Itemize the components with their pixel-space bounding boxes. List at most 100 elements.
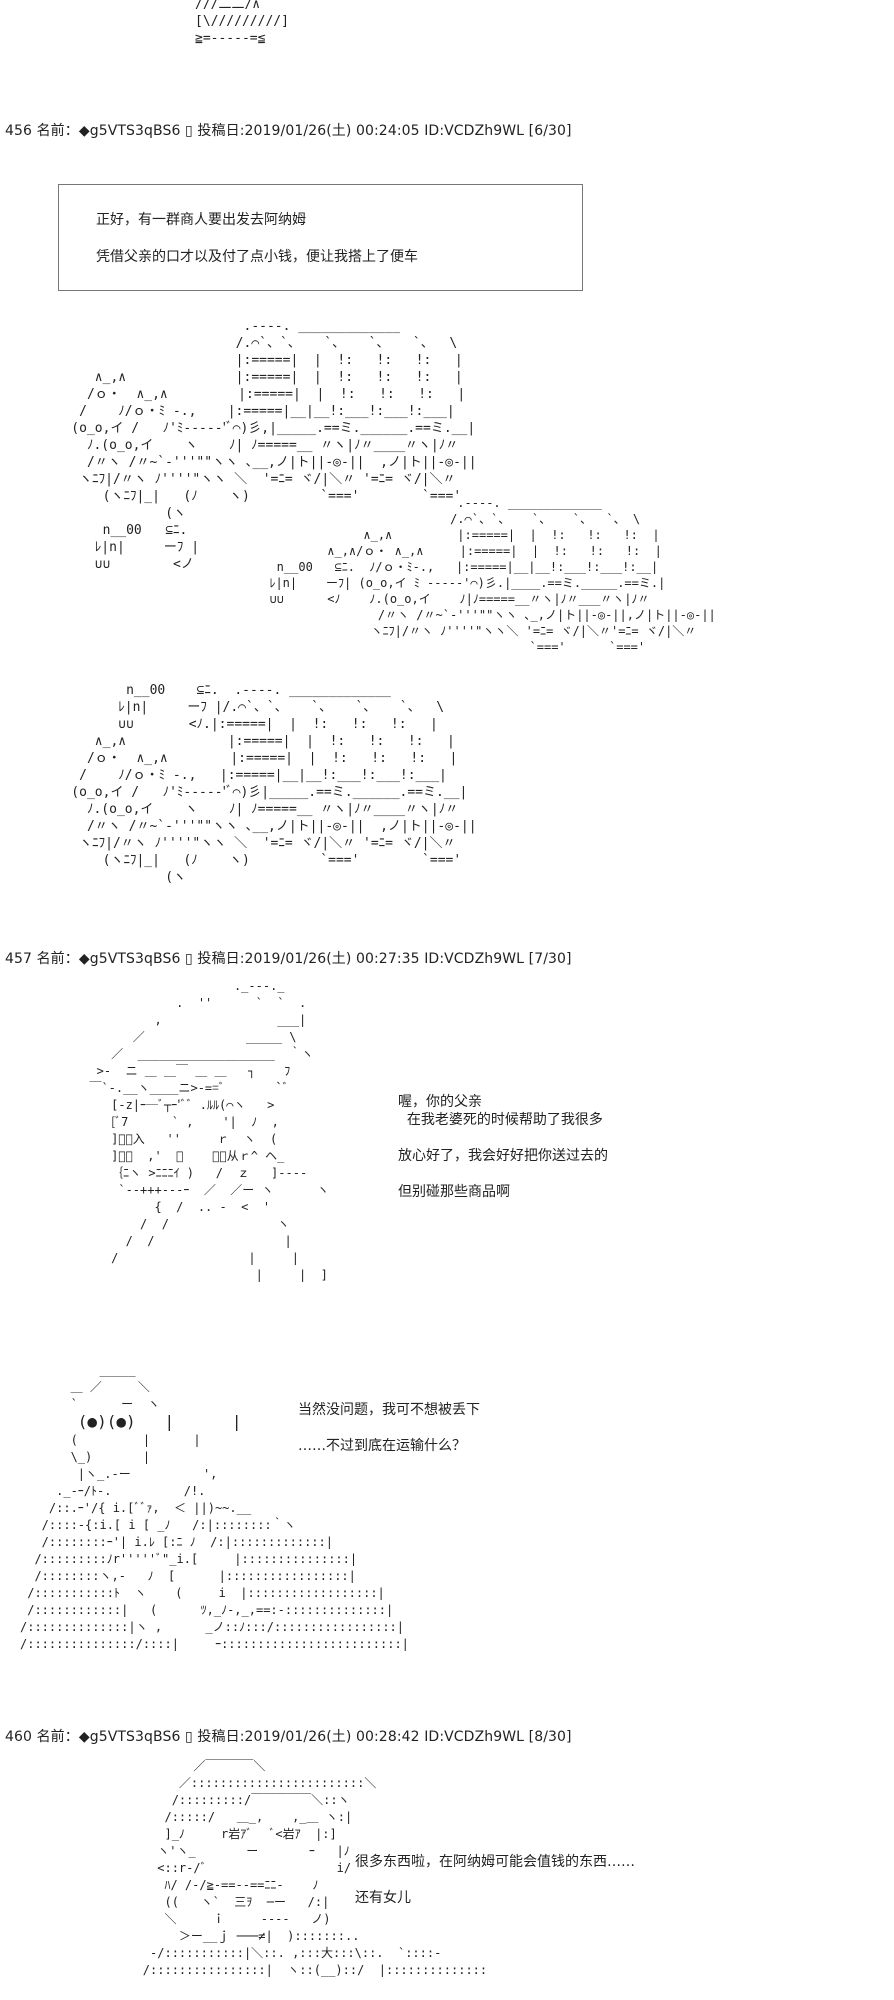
merchant-ascii-art: ._-‐-._ . '' ` ` . , ___| ／ _____ \ ／ __… xyxy=(75,978,328,1284)
merchant-art-line: | | ] xyxy=(75,1268,328,1282)
caravan-ascii-art-3: n__00 ⊆ﾆ. .----. _____________ ﾚ|n| ーﾌ |… xyxy=(40,682,477,886)
caravan3-line: /ｏ・ ∧_,∧ |:=====| | !: !: !: | xyxy=(40,751,458,766)
merchant-art-line: >- ニ ＿ ＿￣ ＿ ＿ ┐ ﾌ xyxy=(75,1064,291,1078)
caravan2-line: .----. _____________ xyxy=(255,496,602,510)
boy-art-line: \_) | xyxy=(20,1450,151,1464)
boy-art-line: /::::-{:i.[ i [ _ﾉ /:|::::::::｀ヽ xyxy=(20,1518,296,1532)
post-header-457: 457 名前：◆g5VTS3qBS6 ▯ 投稿日:2019/01/26(土) 0… xyxy=(5,951,572,967)
guard-line-2: 还有女儿 xyxy=(355,1890,411,1906)
boy-art-line: ` ー ヽ xyxy=(20,1397,160,1411)
merchant-art-line: ｛ﾆヽ >ﾆﾆﾆｲ ) / ｚ ]‐-‐- xyxy=(75,1166,308,1180)
caravan3-line: ヽﾆﾌ|/〃ヽ ﾉ''''"ヽヽ ＼ '=ﾆ= ヾ/|＼〃 '=ﾆ= ヾ/|＼〃 xyxy=(40,836,456,851)
caravan2-line: ∧_,∧/ｏ・ ∧_,∧ |:=====| | !: !: !: | xyxy=(255,544,662,558)
boy-art-line: /::::::::::::| ( ﾂ,_ﾉ-,_,==:-:::::::::::… xyxy=(20,1603,394,1617)
boy-line-2: ……不过到底在运输什么？ xyxy=(298,1438,466,1454)
boy-art-line: /:::::::::::::::/::::| ｰ::::::::::::::::… xyxy=(20,1637,409,1651)
guard-art-line: ＼ ｉ ---- ノ) xyxy=(85,1912,331,1926)
caravan1-line: (ヽ xyxy=(40,506,187,521)
boy-art-line: ( | | xyxy=(20,1433,201,1447)
guard-art-line: ]_ﾉ r岩ｱﾞ ﾞ<岩ｱ |:] xyxy=(85,1827,337,1841)
boy-art-line: |ヽ_.-ー ', xyxy=(20,1467,218,1481)
caravan2-line: /.⌒`、`、 `、 `、 `、 \ xyxy=(255,512,641,526)
caravan3-line: (ヽﾆﾌ|_| (ﾉ ヽ) `===' `===' xyxy=(40,853,462,868)
guard-art-line: ＞ー__ｊ ───≠| ):::::::.. xyxy=(85,1929,360,1943)
caravan2-line: `===' `===' xyxy=(255,640,646,654)
caravan1-line: / ﾉ/ｏ・ﾐ ‐., |:=====|__|__!:___!:___!:___… xyxy=(40,404,455,419)
guard-ascii-art: ／￣￣￣￣＼ ／::::::::::::::::::::::::＼ /:::::… xyxy=(85,1758,487,1979)
merchant-art-line: ￣`-.__ヽ____ニ>-==ﾞ `ﾞ xyxy=(75,1081,289,1095)
caravan-ascii-art-1: .----. _____________ /.⌒`、`、 `、 `、 `、 \ … xyxy=(40,318,477,573)
guard-art-line: ヽ'ヽ_ ー ｰ |ﾉ xyxy=(85,1844,350,1858)
guard-art-line: <::r-/ﾞ i/ xyxy=(85,1861,352,1875)
guard-dialogue: 很多东西啦，在阿纳姆可能会值钱的东西…… 还有女儿 xyxy=(355,1853,635,1907)
top-ascii-art: ///二二/∧ [\/////////] ≧=-----=≦ xyxy=(195,0,289,47)
caravan1-line: /ｏ・ ∧_,∧ |:=====| | !: !: !: | xyxy=(40,387,466,402)
caravan3-line: ∪∪ <ﾉ.|:=====| | !: !: !: | xyxy=(40,717,438,732)
caravan3-line: /〃ヽ /〃~`‐'''""ヽヽ ､__,ノ|ト||-◎-|| ,ノ|ト||-◎… xyxy=(40,819,477,834)
narration-line-2: 凭借父亲的口才以及付了点小钱，便让我搭上了便车 xyxy=(96,249,418,265)
caravan1-line: (ヽﾆﾌ|_| (ﾉ ヽ) `===' `===' xyxy=(40,489,462,504)
boy-line-1: 当然没问题，我可不想被丢下 xyxy=(298,1402,480,1418)
caravan2-line: ﾚ|n| ーﾌ| (o_o,イ ﾐ ‐----'⌒)彡.|____.==ミ.__… xyxy=(255,576,666,590)
merchant-line-2: 在我老婆死的时候帮助了我很多 xyxy=(398,1112,603,1128)
guard-art-line: /:::::::::/￣￣￣￣￣＼::ヽ xyxy=(85,1793,350,1807)
post-header-460: 460 名前：◆g5VTS3qBS6 ▯ 投稿日:2019/01/26(土) 0… xyxy=(5,1729,572,1745)
caravan3-line: (ヽ xyxy=(40,870,187,885)
guard-art-line: (( ヽ` 三ｦ ─ー /:| xyxy=(85,1895,330,1909)
boy-art-line: ._-ｰ/ﾄ-. /!. xyxy=(20,1484,206,1498)
boy-art-line: /:::::::::::ﾄ ヽ ( i |::::::::::::::::::| xyxy=(20,1586,385,1600)
merchant-art-line: / / ヽ xyxy=(75,1217,290,1231)
merchant-art-line: ]ﾞ〃 ,' ﾞ ﾞ〃从ｒ^ ヘ_ xyxy=(75,1149,285,1163)
narration-box: 正好，有一群商人要出发去阿纳姆 凭借父亲的口才以及付了点小钱，便让我搭上了便车 xyxy=(58,184,583,291)
top-art-line-3: ≧=-----=≦ xyxy=(195,31,266,46)
caravan1-line: ﾉ.(o_o,イ ヽ ﾉ| ﾉ=====__ 〃ヽ|ﾉ〃____〃ヽ|ﾉ〃 xyxy=(40,438,459,453)
caravan3-line: / ﾉ/ｏ・ﾐ ‐., |:=====|__|__!:___!:___!:___… xyxy=(40,768,447,783)
top-art-line-2: [\/////////] xyxy=(195,14,289,29)
guard-art-line: /:::::/ ＿_, ,_＿ ヽ:| xyxy=(85,1810,353,1824)
caravan1-line: /.⌒`、`、 `、 `、 `、 \ xyxy=(40,336,458,351)
guard-art-line: -/:::::::::::|＼::. ,:::大:::\::. `::::‐ xyxy=(85,1946,442,1960)
guard-art-line: ／::::::::::::::::::::::::＼ xyxy=(85,1776,377,1790)
merchant-art-line: [-z|ｰ─ﾞ┬ｰ'ﾞﾞ .ﾙﾙ(⌒ヽ > xyxy=(75,1098,275,1112)
guard-art-line: /::::::::::::::::| ヽ::(__)::/ |:::::::::… xyxy=(85,1963,488,1977)
merchant-art-line: ]ﾞ〃入 '' ｒ ヽ ( xyxy=(75,1132,278,1146)
boy-art-line: /::::::::::::::|ヽ , _ノ::ﾉ:::/:::::::::::… xyxy=(20,1620,405,1634)
guard-line-1: 很多东西啦，在阿纳姆可能会值钱的东西…… xyxy=(355,1854,635,1870)
boy-art-line: ＿ ／ ＼ xyxy=(20,1380,150,1394)
caravan1-line: (o_o,イ / ﾉ'ﾐ‐----'ﾞ⌒)彡,|_____.==ミ.______… xyxy=(40,421,476,436)
merchant-art-line: / / | xyxy=(75,1234,292,1248)
boy-ascii-art: _____ ＿ ／ ＼ ` ー ヽ (●)(●) | | ( | | \_) |… xyxy=(20,1362,409,1653)
merchant-dialogue: 喔，你的父亲 在我老婆死的时候帮助了我很多 放心好了，我会好好把你送过去的 但别… xyxy=(398,1093,608,1201)
caravan2-line: /〃ヽ /〃~`‐'''""ヽヽ ､_,ノ|ト||-◎-||,ノ|ト||-◎-|… xyxy=(255,608,716,622)
caravan1-line: n__00 ⊆ﾆ. xyxy=(40,523,188,538)
boy-art-line: /:::::::::ﾉr'''''ﾞ"_i.[ |:::::::::::::::… xyxy=(20,1552,358,1566)
top-art-line-1: ///二二/∧ xyxy=(195,0,261,12)
merchant-art-line: ／ ___________________ ｀ヽ xyxy=(75,1047,314,1061)
caravan1-line: ﾚ|n| ーﾌ | xyxy=(40,540,200,555)
caravan1-line: .----. _____________ xyxy=(40,319,401,334)
caravan2-line: n__00 ⊆ﾆ. ﾉ/ｏ・ﾐ‐., |:=====|__|__!:___!:_… xyxy=(255,560,659,574)
caravan3-line: (o_o,イ / ﾉ'ﾐ‐----'ﾞ⌒)彡|_____.==ミ.______.… xyxy=(40,785,468,800)
caravan1-line: ∧_,∧ |:=====| | !: !: !: | xyxy=(40,370,463,385)
boy-art-line: (●)(●) | | xyxy=(20,1412,242,1431)
guard-art-line: ﾊ/ /-/≧-==--==ﾆﾆ- ﾉ xyxy=(85,1878,319,1892)
caravan2-line: ∪∪ <ﾉ ﾉ.(o_o,イ ﾉ|ﾉ=====__〃ヽ|ﾉ〃___〃ヽ|ﾉ〃 xyxy=(255,592,650,606)
caravan-ascii-art-2: .----. _____________ /.⌒`、`、 `、 `、 `、 \ … xyxy=(255,495,716,655)
caravan3-line: n__00 ⊆ﾆ. .----. _____________ xyxy=(40,683,391,698)
merchant-art-line: [ﾞ7 ` , '| ﾉ , xyxy=(75,1115,279,1129)
merchant-art-line: / | | xyxy=(75,1251,299,1265)
merchant-line-1: 喔，你的父亲 xyxy=(398,1094,482,1110)
caravan1-line: |:=====| | !: !: !: | xyxy=(40,353,463,368)
merchant-line-3: 放心好了，我会好好把你送过去的 xyxy=(398,1148,608,1164)
caravan3-line: ﾚ|n| ーﾌ |/.⌒`、`、 `、 `、 `、 \ xyxy=(40,700,445,715)
post-header-456: 456 名前：◆g5VTS3qBS6 ▯ 投稿日:2019/01/26(土) 0… xyxy=(5,123,572,139)
caravan3-line: ﾉ.(o_o,イ ヽ ﾉ| ﾉ=====__ 〃ヽ|ﾉ〃____〃ヽ|ﾉ〃 xyxy=(40,802,459,817)
boy-art-line: /::::::::ヽ,- ﾉ [ |:::::::::::::::::| xyxy=(20,1569,356,1583)
caravan3-line: ∧_,∧ |:=====| | !: !: !: | xyxy=(40,734,455,749)
boy-art-line: /::.ｰ'/{ i.[ﾞﾞｧ, ＜ ||)~~.__ xyxy=(20,1501,252,1515)
boy-dialogue: 当然没问题，我可不想被丢下 ……不过到底在运输什么？ xyxy=(298,1401,480,1455)
boy-art-line: /::::::::ｰ'| i.ﾚ [:ﾆ ﾉ /:|:::::::::::::| xyxy=(20,1535,333,1549)
caravan2-line: ヽﾆﾌ|/〃ヽ ﾉ''''"ヽヽ＼ '=ﾆ= ヾ/|＼〃'=ﾆ= ヾ/|＼〃 xyxy=(255,624,697,638)
merchant-line-4: 但别碰那些商品啊 xyxy=(398,1184,510,1200)
caravan1-line: /〃ヽ /〃~`‐'''""ヽヽ ､__,ノ|ト||-◎-|| ,ノ|ト||-◎… xyxy=(40,455,477,470)
